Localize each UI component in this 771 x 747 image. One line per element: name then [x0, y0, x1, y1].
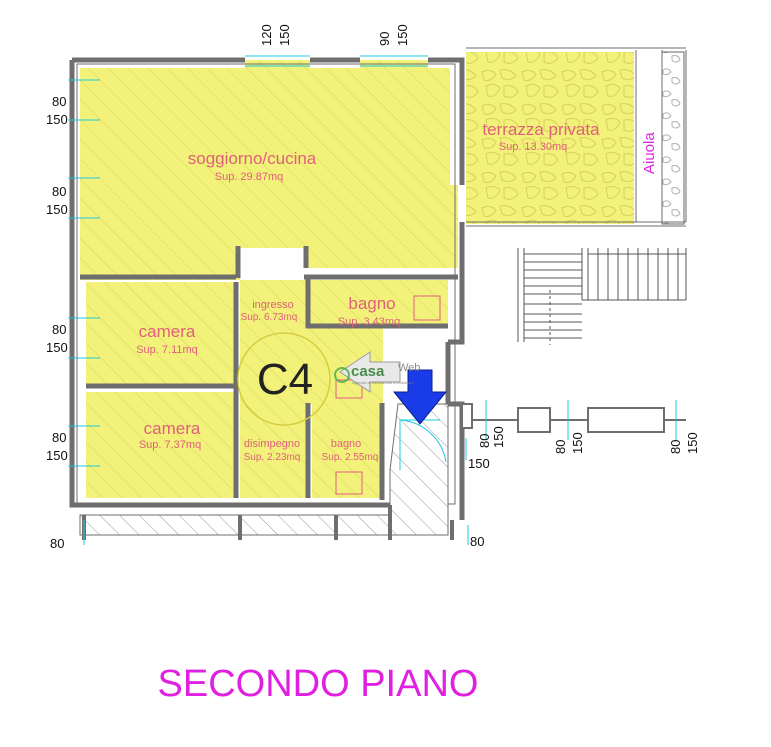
- dim-bottom-right: 80: [470, 534, 484, 549]
- soggiorno-fill: [80, 60, 458, 280]
- dim-left-6: 150: [46, 340, 68, 355]
- dim-left-1: 80: [52, 94, 66, 109]
- dim-left-5: 80: [52, 322, 66, 337]
- dimension-labels: 120 150 90 150 80 150 80 150 80 150 80 1…: [46, 24, 700, 551]
- dim-door-b: 150: [491, 426, 506, 448]
- unit-circle: [237, 332, 331, 426]
- disimpegno-fill: [240, 400, 308, 498]
- stair-steps: [524, 248, 686, 339]
- corridor-fixture: [335, 379, 363, 399]
- terrazza-fill: [466, 52, 634, 224]
- ingresso-fill: [240, 280, 308, 400]
- soggiorno-name: soggiorno/cucina: [188, 149, 317, 168]
- stair-shaft-hatch: [389, 403, 449, 536]
- ingresso-sup: Sup. 6.73mq: [241, 312, 298, 323]
- camera2-sup: Sup. 7.37mq: [139, 439, 201, 451]
- camera1-name: camera: [139, 322, 196, 341]
- room-labels: soggiorno/cucina Sup. 29.87mq terrazza p…: [136, 120, 658, 463]
- stairs: [517, 248, 687, 345]
- camera1-fill: [86, 282, 236, 386]
- dim-left-7: 80: [52, 430, 66, 445]
- disimpegno-sup: Sup. 2.23mq: [244, 452, 301, 463]
- unit-label: C4: [257, 355, 313, 404]
- camera2-name: camera: [144, 419, 201, 438]
- ingresso-name: ingresso: [252, 299, 294, 311]
- watermark-brand-a: casa: [351, 363, 385, 380]
- house-logo-icon: [334, 367, 350, 383]
- dim-door-right: 150: [468, 456, 490, 471]
- down-arrow-icon: [392, 369, 448, 425]
- dim-right2-b: 150: [685, 432, 700, 454]
- dim-top1-a: 120: [259, 24, 274, 46]
- soggiorno-sup: Sup. 29.87mq: [215, 171, 284, 183]
- camera1-sup: Sup. 7.11mq: [136, 344, 198, 356]
- dim-left-3: 80: [52, 184, 66, 199]
- dim-bottom-left: 80: [50, 536, 64, 551]
- bagno2-fixture: [335, 471, 363, 495]
- entrance-arrows: [339, 351, 448, 425]
- disimpegno-name: disimpegno: [244, 438, 300, 450]
- bagno1-name: bagno: [348, 294, 395, 313]
- watermark-brand-b: Web: [398, 362, 420, 374]
- aiuola-label: Aiuola: [641, 132, 658, 174]
- bagno2-fill: [312, 404, 382, 498]
- bagno2-sup: Sup. 2.55mq: [322, 452, 379, 463]
- dim-right1-b: 150: [570, 432, 585, 454]
- floor-title: SECONDO PIANO: [158, 663, 479, 705]
- dim-left-2: 150: [46, 112, 68, 127]
- dim-door-a: 80: [477, 434, 492, 448]
- left-arrow-icon: [339, 351, 401, 393]
- aiuola-planter: [661, 51, 685, 225]
- dim-right1-a: 80: [553, 440, 568, 454]
- terrazza-sup: Sup. 13.30mq: [499, 141, 568, 153]
- dim-top2-b: 150: [395, 24, 410, 46]
- bagno2-name: bagno: [331, 438, 362, 450]
- dim-left-4: 150: [46, 202, 68, 217]
- terrazza-name: terrazza privata: [482, 120, 600, 139]
- dim-left-8: 150: [46, 448, 68, 463]
- bagno1-sup: Sup. 3.43mq: [338, 316, 400, 328]
- camera2-fill: [86, 392, 236, 498]
- dim-right2-a: 80: [668, 440, 683, 454]
- windows: [68, 55, 677, 545]
- watermark-tagline: Agenzia di mediazione immobiliare: [352, 380, 415, 385]
- dim-top1-b: 150: [277, 24, 292, 46]
- walls: [69, 57, 465, 520]
- agency-watermark: casa Web Agenzia di mediazione immobilia…: [334, 362, 420, 385]
- bagno1-fill: [308, 280, 448, 326]
- dim-top2-a: 90: [377, 32, 392, 46]
- bagno1-shower: [413, 295, 441, 321]
- room-fills: [80, 52, 634, 498]
- lower-unit-hatch: [79, 514, 391, 536]
